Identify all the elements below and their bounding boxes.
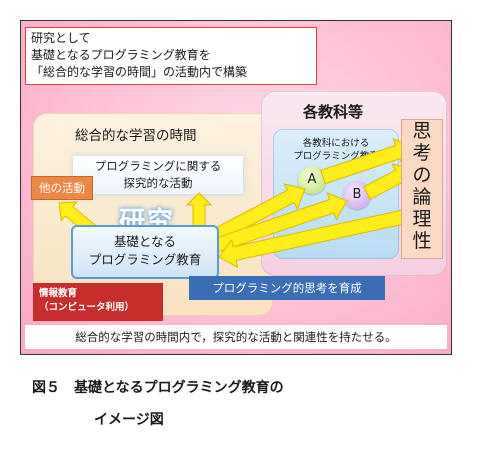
- integrated-study-title: 総合的な学習の時間: [75, 128, 197, 144]
- logical-thinking-char: 考: [412, 142, 432, 164]
- research-statement-box: 研究として 基礎となるプログラミング教育を 「総合的な学習の時間」の活動内で構築: [25, 27, 317, 85]
- basic-programming-line2: プログラミング教育: [88, 252, 202, 267]
- figure-caption-line2: イメージ図: [94, 412, 164, 428]
- research-statement-line2: 基礎となるプログラミング教育を: [31, 48, 211, 62]
- info-education-line1: 情報教育: [39, 288, 78, 299]
- inquiry-activity-box: プログラミングに関する 探究的な活動: [73, 156, 243, 194]
- inquiry-activity-line2: 探究的な活動: [123, 176, 193, 190]
- relation-caption: 総合的な学習の時間内で，探究的な活動と関連性を持たせる。: [25, 325, 447, 349]
- inquiry-activity-line1: プログラミングに関する: [94, 159, 222, 173]
- logical-thinking-box: 思 考 の 論 理 性: [401, 119, 443, 259]
- logical-thinking-char: の: [412, 164, 432, 186]
- arrow-group: [58, 137, 432, 269]
- research-statement-line1: 研究として: [31, 31, 91, 45]
- programming-thinking-bar: プログラミング的思考を育成: [189, 276, 385, 300]
- logical-thinking-char: 性: [412, 230, 432, 252]
- figure-caption-line1: 図５ 基礎となるプログラミング教育の: [32, 380, 284, 396]
- arrow-to-subject-b: [214, 192, 348, 253]
- research-statement-line3: 「総合的な学習の時間」の活動内で構築: [31, 65, 248, 79]
- subject-programming-line1: 各教科における: [302, 138, 370, 149]
- subjects-title: 各教科等: [303, 103, 364, 121]
- other-activities-box: 他の活動: [31, 176, 93, 200]
- diagram-frame: 総合的な学習の時間 各教科等 各教科における プログラミング教育 A B プログ…: [20, 20, 452, 355]
- basic-programming-line1: 基礎となる: [113, 234, 177, 249]
- arrow-to-inquiry: [185, 192, 213, 227]
- info-education-line2: （コンピュータ利用）: [39, 302, 135, 313]
- logical-thinking-char: 理: [412, 208, 432, 230]
- subject-programming-line2: プログラミング教育: [293, 151, 379, 162]
- arrow-to-subject-a: [213, 183, 306, 242]
- subject-programming-label: 各教科における プログラミング教育: [279, 137, 393, 163]
- logical-thinking-char: 思: [412, 120, 432, 142]
- logical-thinking-char: 論: [412, 186, 432, 208]
- info-education-box: 情報教育 （コンピュータ利用）: [33, 283, 163, 321]
- figure-caption: 図５ 基礎となるプログラミング教育の イメージ図: [32, 372, 284, 436]
- basic-programming-box: 基礎となる プログラミング教育: [71, 225, 219, 279]
- arrows-layer: [58, 137, 432, 269]
